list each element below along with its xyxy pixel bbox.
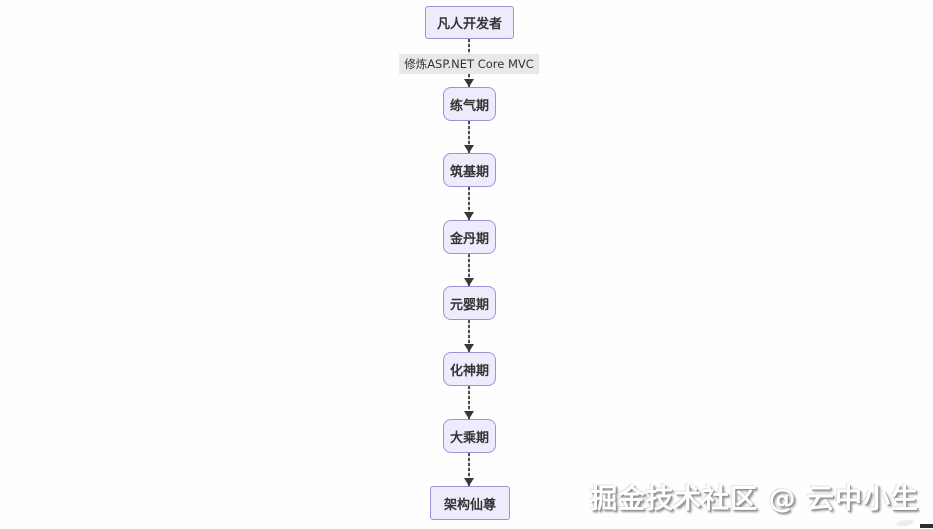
flow-arrow-3	[464, 187, 474, 220]
node-label: 凡人开发者	[436, 17, 502, 32]
node-mahayana: 大乘期	[443, 419, 496, 453]
node-label: 大乘期	[449, 430, 489, 446]
arrowhead-icon	[464, 212, 474, 220]
node-foundation-building: 筑基期	[443, 153, 496, 187]
node-label: 金丹期	[449, 231, 489, 247]
node-label: 元婴期	[449, 297, 489, 313]
node-qi-refining: 练气期	[443, 87, 496, 121]
node-spirit-transformation: 化神期	[443, 352, 496, 386]
node-nascent-soul: 元婴期	[443, 286, 496, 320]
flow-arrow-5	[464, 320, 474, 352]
arrowhead-icon	[464, 278, 474, 286]
node-label: 筑基期	[449, 164, 489, 180]
watermark-fragment-corner	[920, 524, 933, 528]
node-architect-immortal: 架构仙尊	[430, 486, 510, 520]
node-label: 练气期	[449, 98, 489, 114]
node-golden-core: 金丹期	[443, 220, 496, 254]
flow-arrow-6	[464, 386, 474, 419]
flow-arrow-2	[464, 121, 474, 153]
node-label: 架构仙尊	[443, 497, 496, 513]
flow-arrow-7	[464, 453, 474, 486]
edge-label-cultivate: 修炼ASP.NET Core MVC	[399, 54, 539, 74]
arrowhead-icon	[464, 344, 474, 352]
arrowhead-icon	[464, 411, 474, 419]
node-mortal-developer: 凡人开发者	[425, 6, 514, 39]
arrowhead-icon	[464, 478, 474, 486]
node-label: 化神期	[449, 363, 489, 379]
flow-arrow-4	[464, 254, 474, 286]
watermark: 掘金技术社区 @ 云中小生	[590, 484, 919, 515]
arrowhead-icon	[464, 79, 474, 87]
watermark-fragment-smudge	[895, 518, 915, 528]
arrowhead-icon	[464, 145, 474, 153]
